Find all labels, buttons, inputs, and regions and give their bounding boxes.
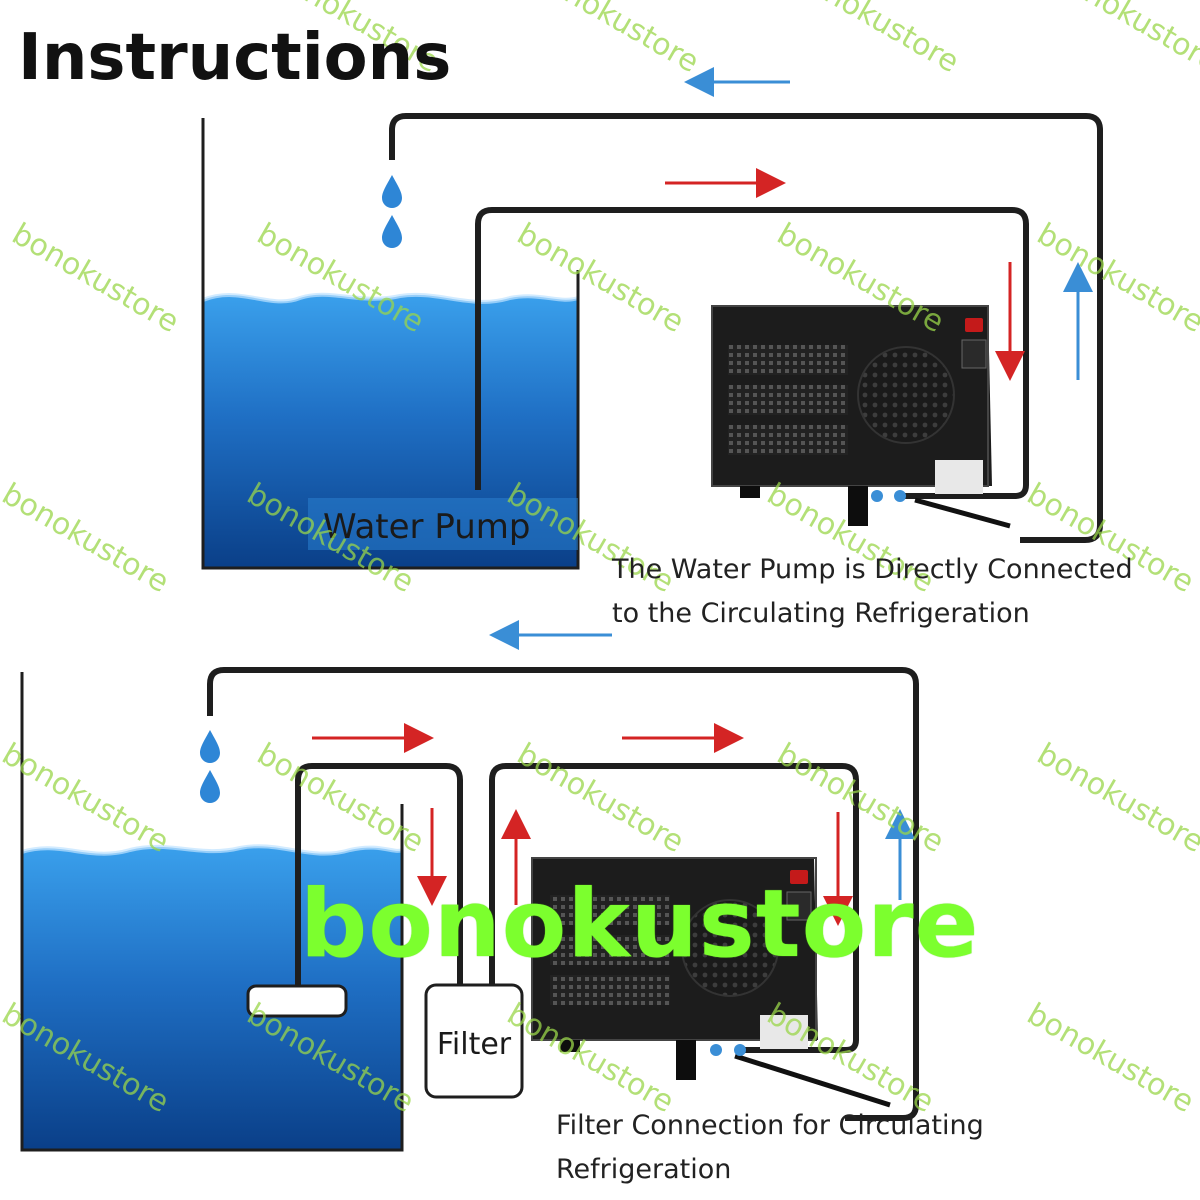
top-caption-line2: to the Circulating Refrigeration [612, 598, 1030, 629]
return-pipe-bottom [207, 667, 919, 1121]
watermark-text: bonokustore [6, 217, 185, 340]
outlet-connector-icon [894, 490, 906, 502]
watermark-text: bonokustore [761, 997, 940, 1120]
tank-wall-top [201, 118, 580, 570]
watermark-text: bonokustore [1021, 997, 1200, 1120]
outlet-connector-icon [734, 1044, 746, 1056]
filter-label: Filter [437, 1027, 512, 1062]
pump-to-filter-pipe [295, 763, 463, 986]
droplet-icon [200, 770, 220, 803]
filter-box [424, 983, 524, 1099]
watermark-text: bonokustore [1046, 0, 1200, 80]
water-pump-box [308, 498, 578, 550]
drain-hose-bottom [734, 1053, 891, 1108]
bottom-caption-line1: Filter Connection for Circulating [556, 1110, 984, 1141]
watermark-text: bonokustore [1031, 737, 1200, 860]
power-switch-icon [790, 870, 808, 884]
power-socket-icon [961, 339, 987, 369]
drain-hose-top [914, 497, 1011, 529]
watermark-text: bonokustore [0, 737, 175, 860]
droplet-icon [200, 730, 220, 763]
pump-box [246, 984, 348, 1018]
watermark-text: bonokustore [526, 0, 705, 80]
power-socket-icon [786, 891, 812, 921]
droplet-icon [382, 175, 402, 208]
inlet-connector-icon [871, 490, 883, 502]
water-surface-highlight [202, 292, 579, 304]
spec-label [935, 460, 983, 494]
spec-label [760, 1015, 808, 1049]
watermark-text: bonokustore [251, 737, 430, 860]
tank-wall-bottom [20, 672, 404, 1152]
watermark-text: bonokustore [1031, 217, 1200, 340]
water-surface-highlight [21, 844, 403, 856]
tank-water-bottom [22, 846, 402, 1150]
supply-pipe-top [475, 207, 1029, 499]
brand-watermark: bonokustore [300, 870, 980, 979]
bottom-diagram: Filter [20, 620, 919, 1152]
bottom-caption-line2: Refrigeration [556, 1154, 732, 1185]
page-title: Instructions [18, 21, 452, 95]
watermark-text: bonokustore [511, 737, 690, 860]
droplet-icon [382, 215, 402, 248]
top-caption-line1: The Water Pump is Directly Connected [612, 554, 1133, 585]
return-pipe-top [389, 113, 1103, 543]
water-pump-label: Water Pump [323, 507, 530, 547]
inlet-connector-icon [710, 1044, 722, 1056]
chiller-unit-bottom [531, 857, 818, 1080]
chiller-unit-top [711, 305, 992, 526]
power-switch-icon [965, 318, 983, 332]
watermark-text: bonokustore [771, 737, 950, 860]
filter-to-chiller-pipe [489, 763, 859, 1053]
top-diagram: Water Pump [201, 67, 1103, 570]
watermark-text: bonokustore [786, 0, 965, 80]
watermark-text: bonokustore [0, 477, 175, 600]
